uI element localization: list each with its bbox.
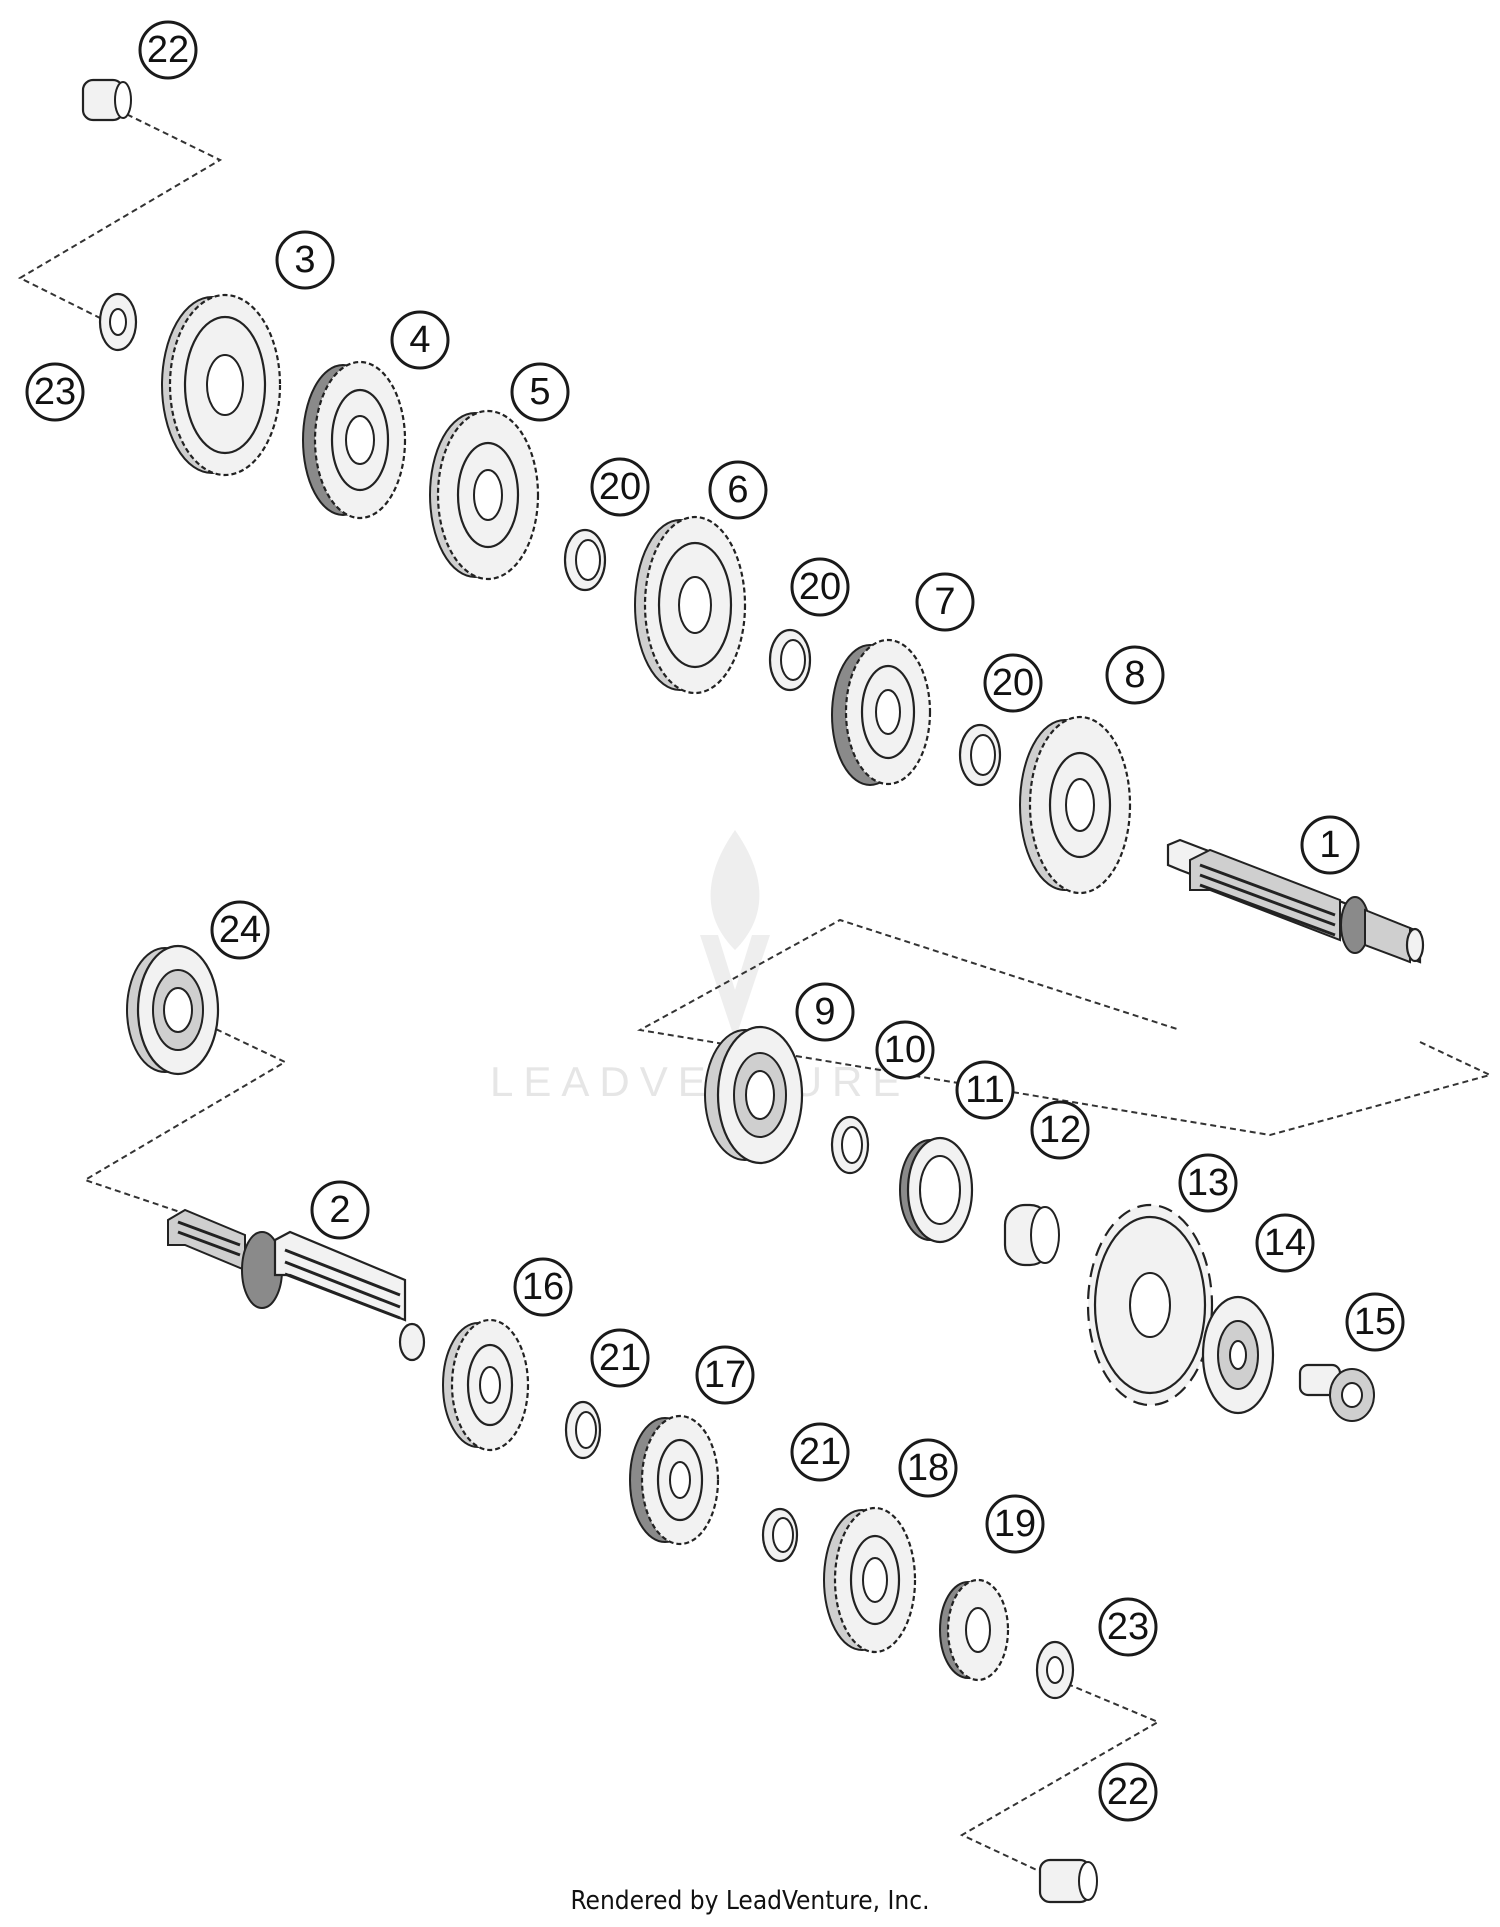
svg-text:10: 10 [884, 1029, 926, 1071]
callout-23-bottom: 23 [1098, 1597, 1158, 1657]
svg-text:2: 2 [329, 1189, 350, 1231]
svg-text:1: 1 [1319, 824, 1340, 866]
part-16-gear [442, 1318, 530, 1452]
svg-text:21: 21 [799, 1431, 841, 1473]
callout-3: 3 [275, 230, 335, 290]
part-23-top [98, 292, 138, 352]
part-15-bolt [1298, 1363, 1375, 1422]
svg-text:12: 12 [1039, 1109, 1081, 1151]
svg-text:6: 6 [727, 469, 748, 511]
callout-1: 1 [1300, 815, 1360, 875]
part-18-gear [823, 1506, 917, 1654]
svg-text:19: 19 [994, 1503, 1036, 1545]
footer-credit: Rendered by LeadVenture, Inc. [570, 1886, 930, 1916]
part-1-shaft [1166, 838, 1425, 964]
svg-text:21: 21 [599, 1337, 641, 1379]
part-22-top [81, 78, 132, 122]
svg-text:24: 24 [219, 909, 261, 951]
callout-17: 17 [695, 1345, 755, 1405]
part-23-bottom [1035, 1640, 1075, 1700]
callout-12: 12 [1030, 1100, 1090, 1160]
part-9-bearing [704, 1025, 804, 1165]
svg-text:15: 15 [1354, 1301, 1396, 1343]
svg-text:14: 14 [1264, 1222, 1306, 1264]
callout-14: 14 [1255, 1213, 1315, 1273]
part-4-gear [302, 360, 407, 520]
part-20-washer-2 [768, 628, 812, 692]
callout-2: 2 [310, 1180, 370, 1240]
part-21-washer-2 [761, 1507, 799, 1563]
svg-text:16: 16 [522, 1266, 564, 1308]
part-5-gear [429, 409, 540, 581]
svg-text:11: 11 [965, 1069, 1004, 1111]
svg-text:20: 20 [599, 466, 641, 508]
part-14-washer [1201, 1295, 1275, 1415]
part-11-seal [899, 1136, 974, 1244]
callout-21-2: 21 [790, 1422, 850, 1482]
callout-4: 4 [390, 310, 450, 370]
svg-text:17: 17 [704, 1354, 746, 1396]
callout-16: 16 [513, 1257, 573, 1317]
part-21-washer-1 [564, 1400, 602, 1460]
part-12-spacer [1003, 1203, 1060, 1267]
callout-15: 15 [1345, 1292, 1405, 1352]
callout-23-top: 23 [25, 362, 85, 422]
svg-text:22: 22 [1107, 1771, 1149, 1813]
part-8-gear [1019, 715, 1132, 895]
callout-24: 24 [210, 900, 270, 960]
part-3-gear [161, 293, 282, 477]
svg-text:3: 3 [294, 239, 315, 281]
svg-text:9: 9 [814, 991, 835, 1033]
svg-text:23: 23 [34, 371, 76, 413]
callout-22-bottom: 22 [1098, 1762, 1158, 1822]
part-6-gear [634, 515, 747, 695]
callout-6: 6 [708, 460, 768, 520]
svg-text:5: 5 [529, 371, 550, 413]
callout-5: 5 [510, 362, 570, 422]
callouts: 22 3 4 5 20 6 20 7 20 8 1 23 24 9 10 11 … [25, 20, 1405, 1822]
svg-text:22: 22 [147, 29, 189, 71]
svg-text:18: 18 [907, 1447, 949, 1489]
callout-9: 9 [795, 982, 855, 1042]
svg-text:20: 20 [799, 566, 841, 608]
callout-22-top: 22 [138, 20, 198, 80]
callout-20-2: 20 [790, 557, 850, 617]
part-10-ring [830, 1115, 870, 1175]
svg-text:8: 8 [1124, 654, 1145, 696]
svg-text:4: 4 [409, 319, 430, 361]
svg-text:7: 7 [934, 581, 955, 623]
callout-18: 18 [898, 1438, 958, 1498]
part-7-gear [831, 638, 932, 786]
part-2-shaft [167, 1208, 426, 1362]
callout-13: 13 [1178, 1153, 1238, 1213]
callout-21-1: 21 [590, 1328, 650, 1388]
svg-text:20: 20 [992, 662, 1034, 704]
svg-text:13: 13 [1187, 1162, 1229, 1204]
watermark: LEADVENTURE [490, 1058, 911, 1105]
svg-text:23: 23 [1107, 1606, 1149, 1648]
callout-20-3: 20 [983, 653, 1043, 713]
part-22-bottom [1038, 1858, 1098, 1904]
leadventure-logo [700, 830, 770, 1040]
callout-8: 8 [1105, 645, 1165, 705]
part-13-sprocket [1086, 1203, 1214, 1407]
part-24-bearing [126, 944, 220, 1076]
callout-19: 19 [985, 1494, 1045, 1554]
callout-11: 11 [955, 1060, 1015, 1120]
part-20-washer-1 [563, 528, 607, 592]
part-20-washer-3 [958, 723, 1002, 787]
callout-10: 10 [875, 1020, 935, 1080]
callout-7: 7 [915, 572, 975, 632]
leader-lines [17, 109, 1493, 1881]
part-17-gear [629, 1414, 720, 1546]
callout-20-1: 20 [590, 457, 650, 517]
part-19-gear [939, 1578, 1010, 1682]
